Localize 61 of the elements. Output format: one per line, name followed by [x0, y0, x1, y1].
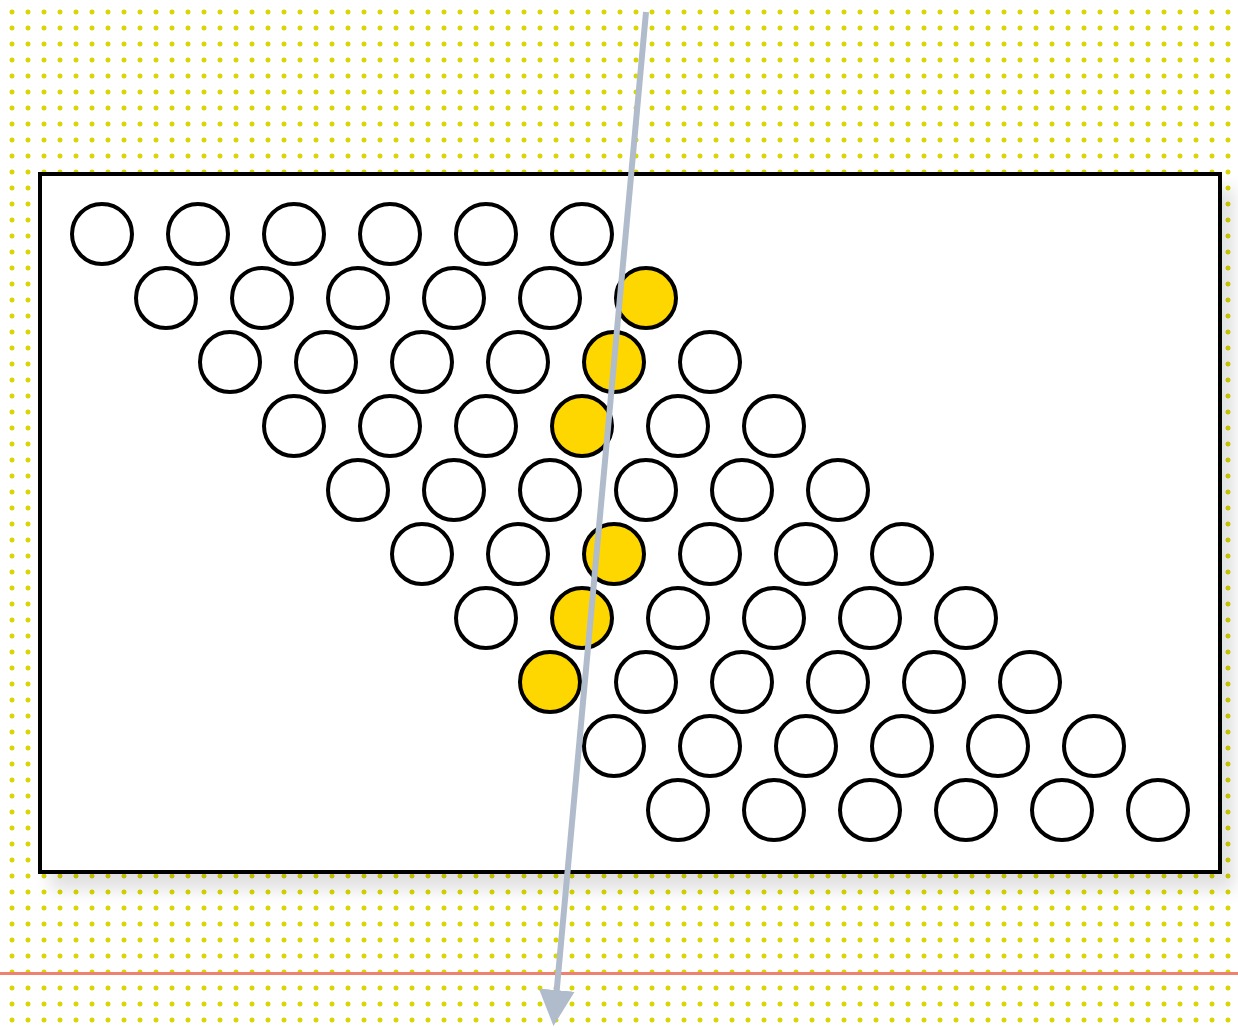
circle-shape	[550, 202, 614, 266]
circle-shape	[198, 330, 262, 394]
circle-shape	[742, 778, 806, 842]
circle-shape	[678, 714, 742, 778]
circle-shape	[550, 394, 614, 458]
circle-shape	[262, 394, 326, 458]
circle-shape	[422, 458, 486, 522]
circle-shape	[614, 650, 678, 714]
circle-shape	[294, 330, 358, 394]
circle-shape	[454, 394, 518, 458]
circle-shape	[966, 714, 1030, 778]
circle-shape	[710, 458, 774, 522]
circle-shape	[358, 394, 422, 458]
circle-shape	[870, 714, 934, 778]
circle-shape	[134, 266, 198, 330]
circle-shape	[902, 650, 966, 714]
circle-shape	[1062, 714, 1126, 778]
circle-shape	[678, 330, 742, 394]
circle-shape	[742, 394, 806, 458]
circle-shape	[582, 330, 646, 394]
circle-shape	[518, 458, 582, 522]
circle-shape	[742, 586, 806, 650]
circle-shape	[390, 330, 454, 394]
circle-shape	[1030, 778, 1094, 842]
circle-shape	[262, 202, 326, 266]
circle-shape	[486, 330, 550, 394]
circle-shape	[934, 586, 998, 650]
circle-shape	[838, 778, 902, 842]
circle-shape	[390, 522, 454, 586]
circle-shape	[614, 458, 678, 522]
circle-shape	[838, 586, 902, 650]
circle-shape	[582, 714, 646, 778]
circle-shape	[454, 202, 518, 266]
circle-shape	[806, 650, 870, 714]
circle-shape	[518, 266, 582, 330]
circle-shape	[774, 522, 838, 586]
circle-shape	[678, 522, 742, 586]
circle-shape	[230, 266, 294, 330]
circle-shape	[646, 394, 710, 458]
circle-shape	[582, 522, 646, 586]
circle-shape	[998, 650, 1062, 714]
circle-shape	[614, 266, 678, 330]
circle-shape	[550, 586, 614, 650]
circle-shape	[454, 586, 518, 650]
circle-shape	[646, 586, 710, 650]
circle-shape	[1126, 778, 1190, 842]
frame-box	[38, 172, 1222, 874]
circle-shape	[358, 202, 422, 266]
circle-shape	[518, 650, 582, 714]
circle-shape	[934, 778, 998, 842]
circle-shape	[774, 714, 838, 778]
circle-shape	[326, 458, 390, 522]
circle-shape	[70, 202, 134, 266]
circle-shape	[326, 266, 390, 330]
circle-shape	[422, 266, 486, 330]
circle-shape	[806, 458, 870, 522]
circle-shape	[166, 202, 230, 266]
circle-shape	[870, 522, 934, 586]
circle-shape	[710, 650, 774, 714]
circle-shape	[646, 778, 710, 842]
circle-shape	[486, 522, 550, 586]
